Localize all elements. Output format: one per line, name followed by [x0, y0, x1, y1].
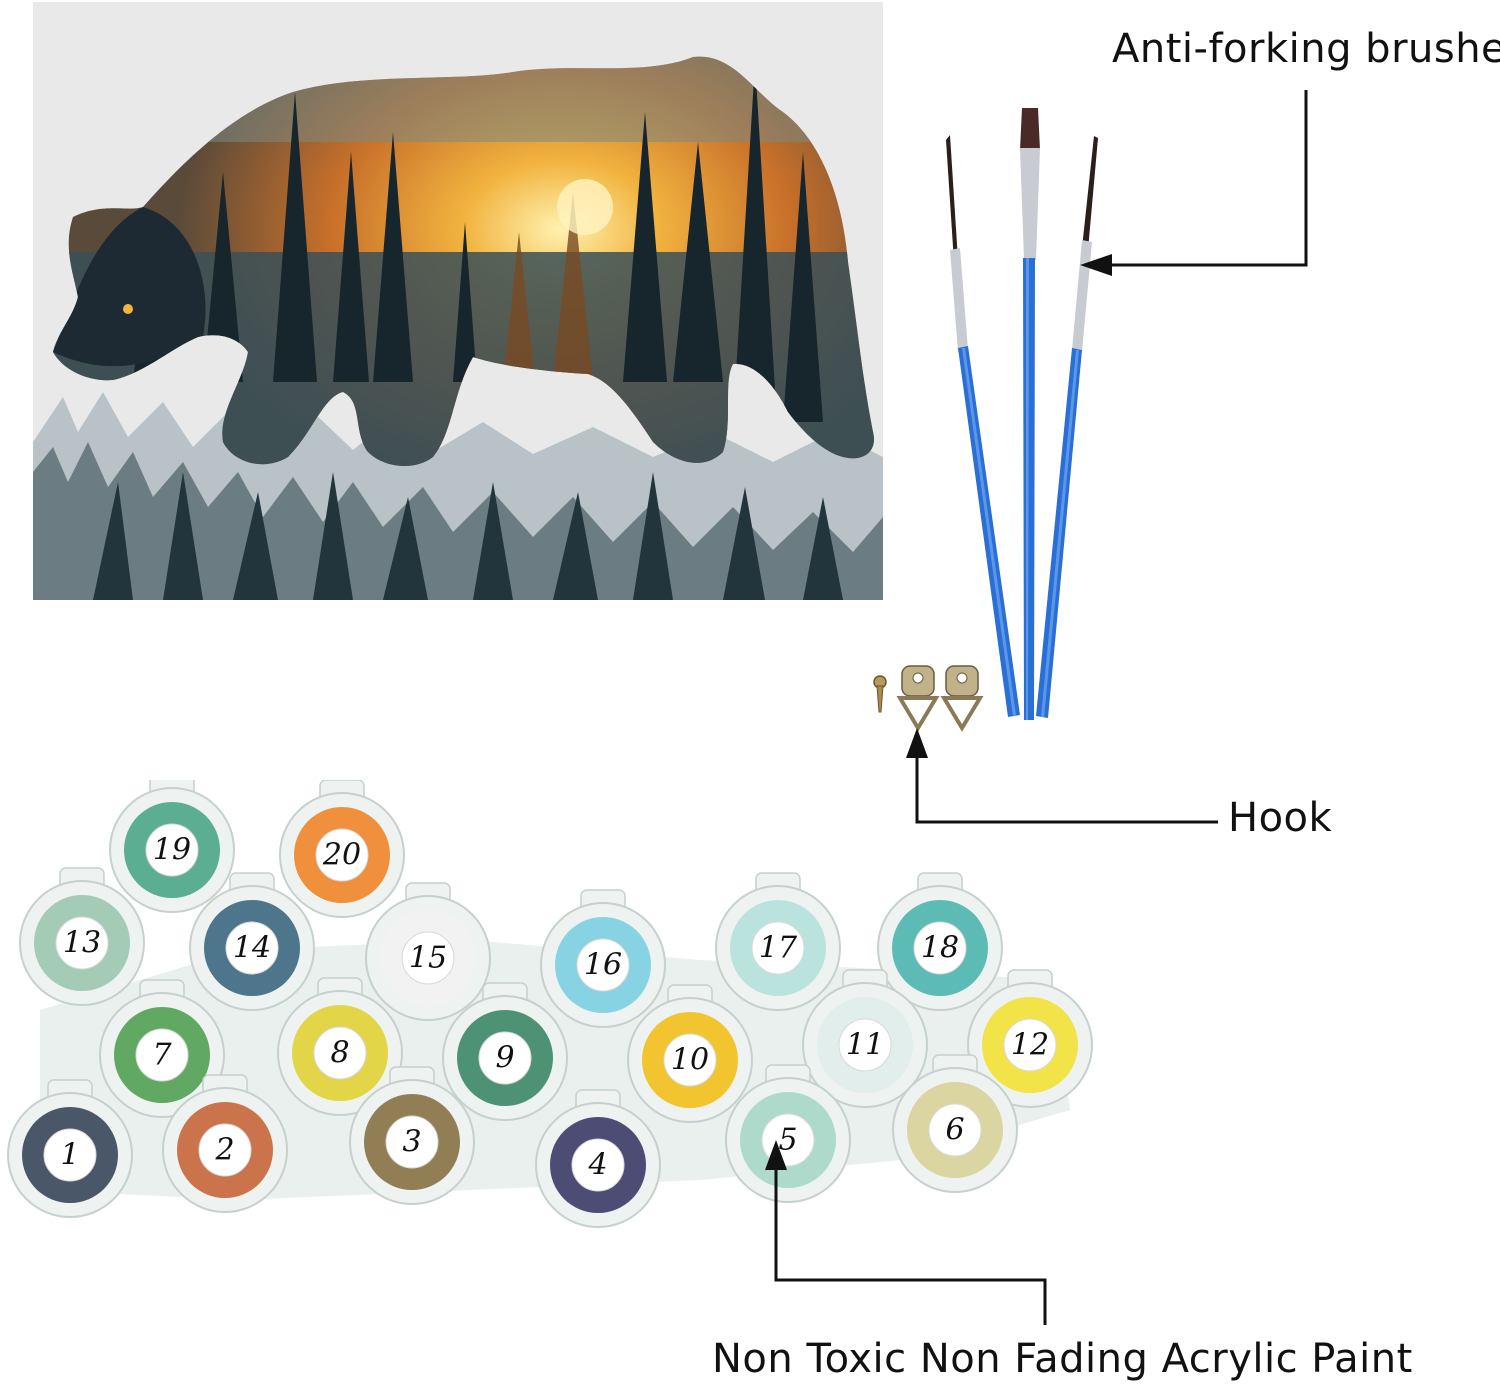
pot-sticker: [385, 1115, 439, 1169]
pot-number: 5: [778, 1123, 797, 1158]
sun: [557, 179, 613, 235]
pot-number: 7: [152, 1038, 172, 1073]
paint-pot-3: 3: [349, 1066, 475, 1205]
hook-illustration: [873, 665, 984, 732]
brushes-label: Anti-forking brushes: [1112, 26, 1500, 72]
pot-sticker: [401, 931, 455, 985]
paint-label: Non Toxic Non Fading Acrylic Paint: [712, 1336, 1413, 1382]
pot-sticker: [1003, 1018, 1057, 1072]
paint-pot-20: 20: [279, 780, 405, 918]
brush-left: [946, 135, 1020, 717]
pot-sticker: [571, 1138, 625, 1192]
paint-pot-18: 18: [877, 872, 1003, 1011]
pot-number: 4: [587, 1148, 607, 1183]
paint-pot-7: 7: [99, 979, 225, 1118]
bear-forest-painting: [33, 2, 883, 600]
pot-number: 12: [1011, 1028, 1049, 1063]
bear-eye: [123, 304, 133, 314]
pot-number: 14: [233, 931, 271, 966]
pot-sticker: [135, 1028, 189, 1082]
hanger-right-icon: [940, 665, 984, 732]
pot-number: 20: [322, 838, 361, 873]
pot-number: 10: [671, 1043, 709, 1078]
paint-pot-1: 1: [7, 1079, 133, 1218]
paint-pot-16: 16: [540, 889, 666, 1028]
pot-number: 15: [409, 941, 447, 976]
pot-sticker: [198, 1123, 252, 1177]
pot-number: 2: [214, 1133, 234, 1168]
pot-number: 9: [495, 1041, 514, 1076]
pot-sticker: [313, 1026, 367, 1080]
pot-sticker: [145, 823, 199, 877]
pot-number: 11: [846, 1028, 884, 1063]
pot-sticker: [43, 1128, 97, 1182]
pot-sticker: [55, 916, 109, 970]
paint-pot-11: 11: [802, 969, 928, 1108]
hanger-left-icon: [896, 665, 940, 732]
brushes-illustration: [946, 108, 1098, 720]
paint-pot-17: 17: [715, 872, 841, 1011]
brushes-callout-line: [1110, 90, 1308, 267]
pot-number: 17: [759, 931, 798, 966]
brush-right: [1036, 136, 1098, 718]
pot-number: 1: [60, 1138, 79, 1173]
pot-sticker: [838, 1018, 892, 1072]
paint-pot-10: 10: [627, 984, 753, 1123]
paint-pot-9: 9: [442, 982, 568, 1121]
paint-pot-4: 4: [535, 1089, 661, 1228]
paint-pot-8: 8: [277, 977, 403, 1116]
pot-number: 8: [330, 1036, 349, 1071]
pot-sticker: [913, 921, 967, 975]
pot-sticker: [663, 1033, 717, 1087]
paint-pot-2: 2: [162, 1074, 288, 1213]
pot-number: 16: [584, 948, 622, 983]
pot-sticker: [225, 921, 279, 975]
paint-pot-14: 14: [189, 872, 315, 1011]
paint-pot-12: 12: [967, 969, 1093, 1108]
pot-number: 6: [945, 1113, 964, 1148]
pot-sticker: [478, 1031, 532, 1085]
paint-pot-5: 5: [725, 1064, 851, 1203]
hook-label: Hook: [1228, 795, 1333, 841]
pot-sticker: [315, 828, 369, 882]
pot-sticker: [751, 921, 805, 975]
pot-sticker: [576, 938, 630, 992]
pot-number: 3: [402, 1125, 421, 1160]
pot-number: 19: [153, 833, 191, 868]
pot-number: 13: [63, 926, 101, 961]
brush-middle: [1020, 108, 1040, 720]
screw-icon: [873, 675, 887, 713]
pot-number: 18: [921, 931, 959, 966]
paint-pot-15: 15: [365, 882, 491, 1021]
paint-pot-19: 19: [109, 780, 235, 913]
paint-pot-13: 13: [19, 867, 145, 1006]
